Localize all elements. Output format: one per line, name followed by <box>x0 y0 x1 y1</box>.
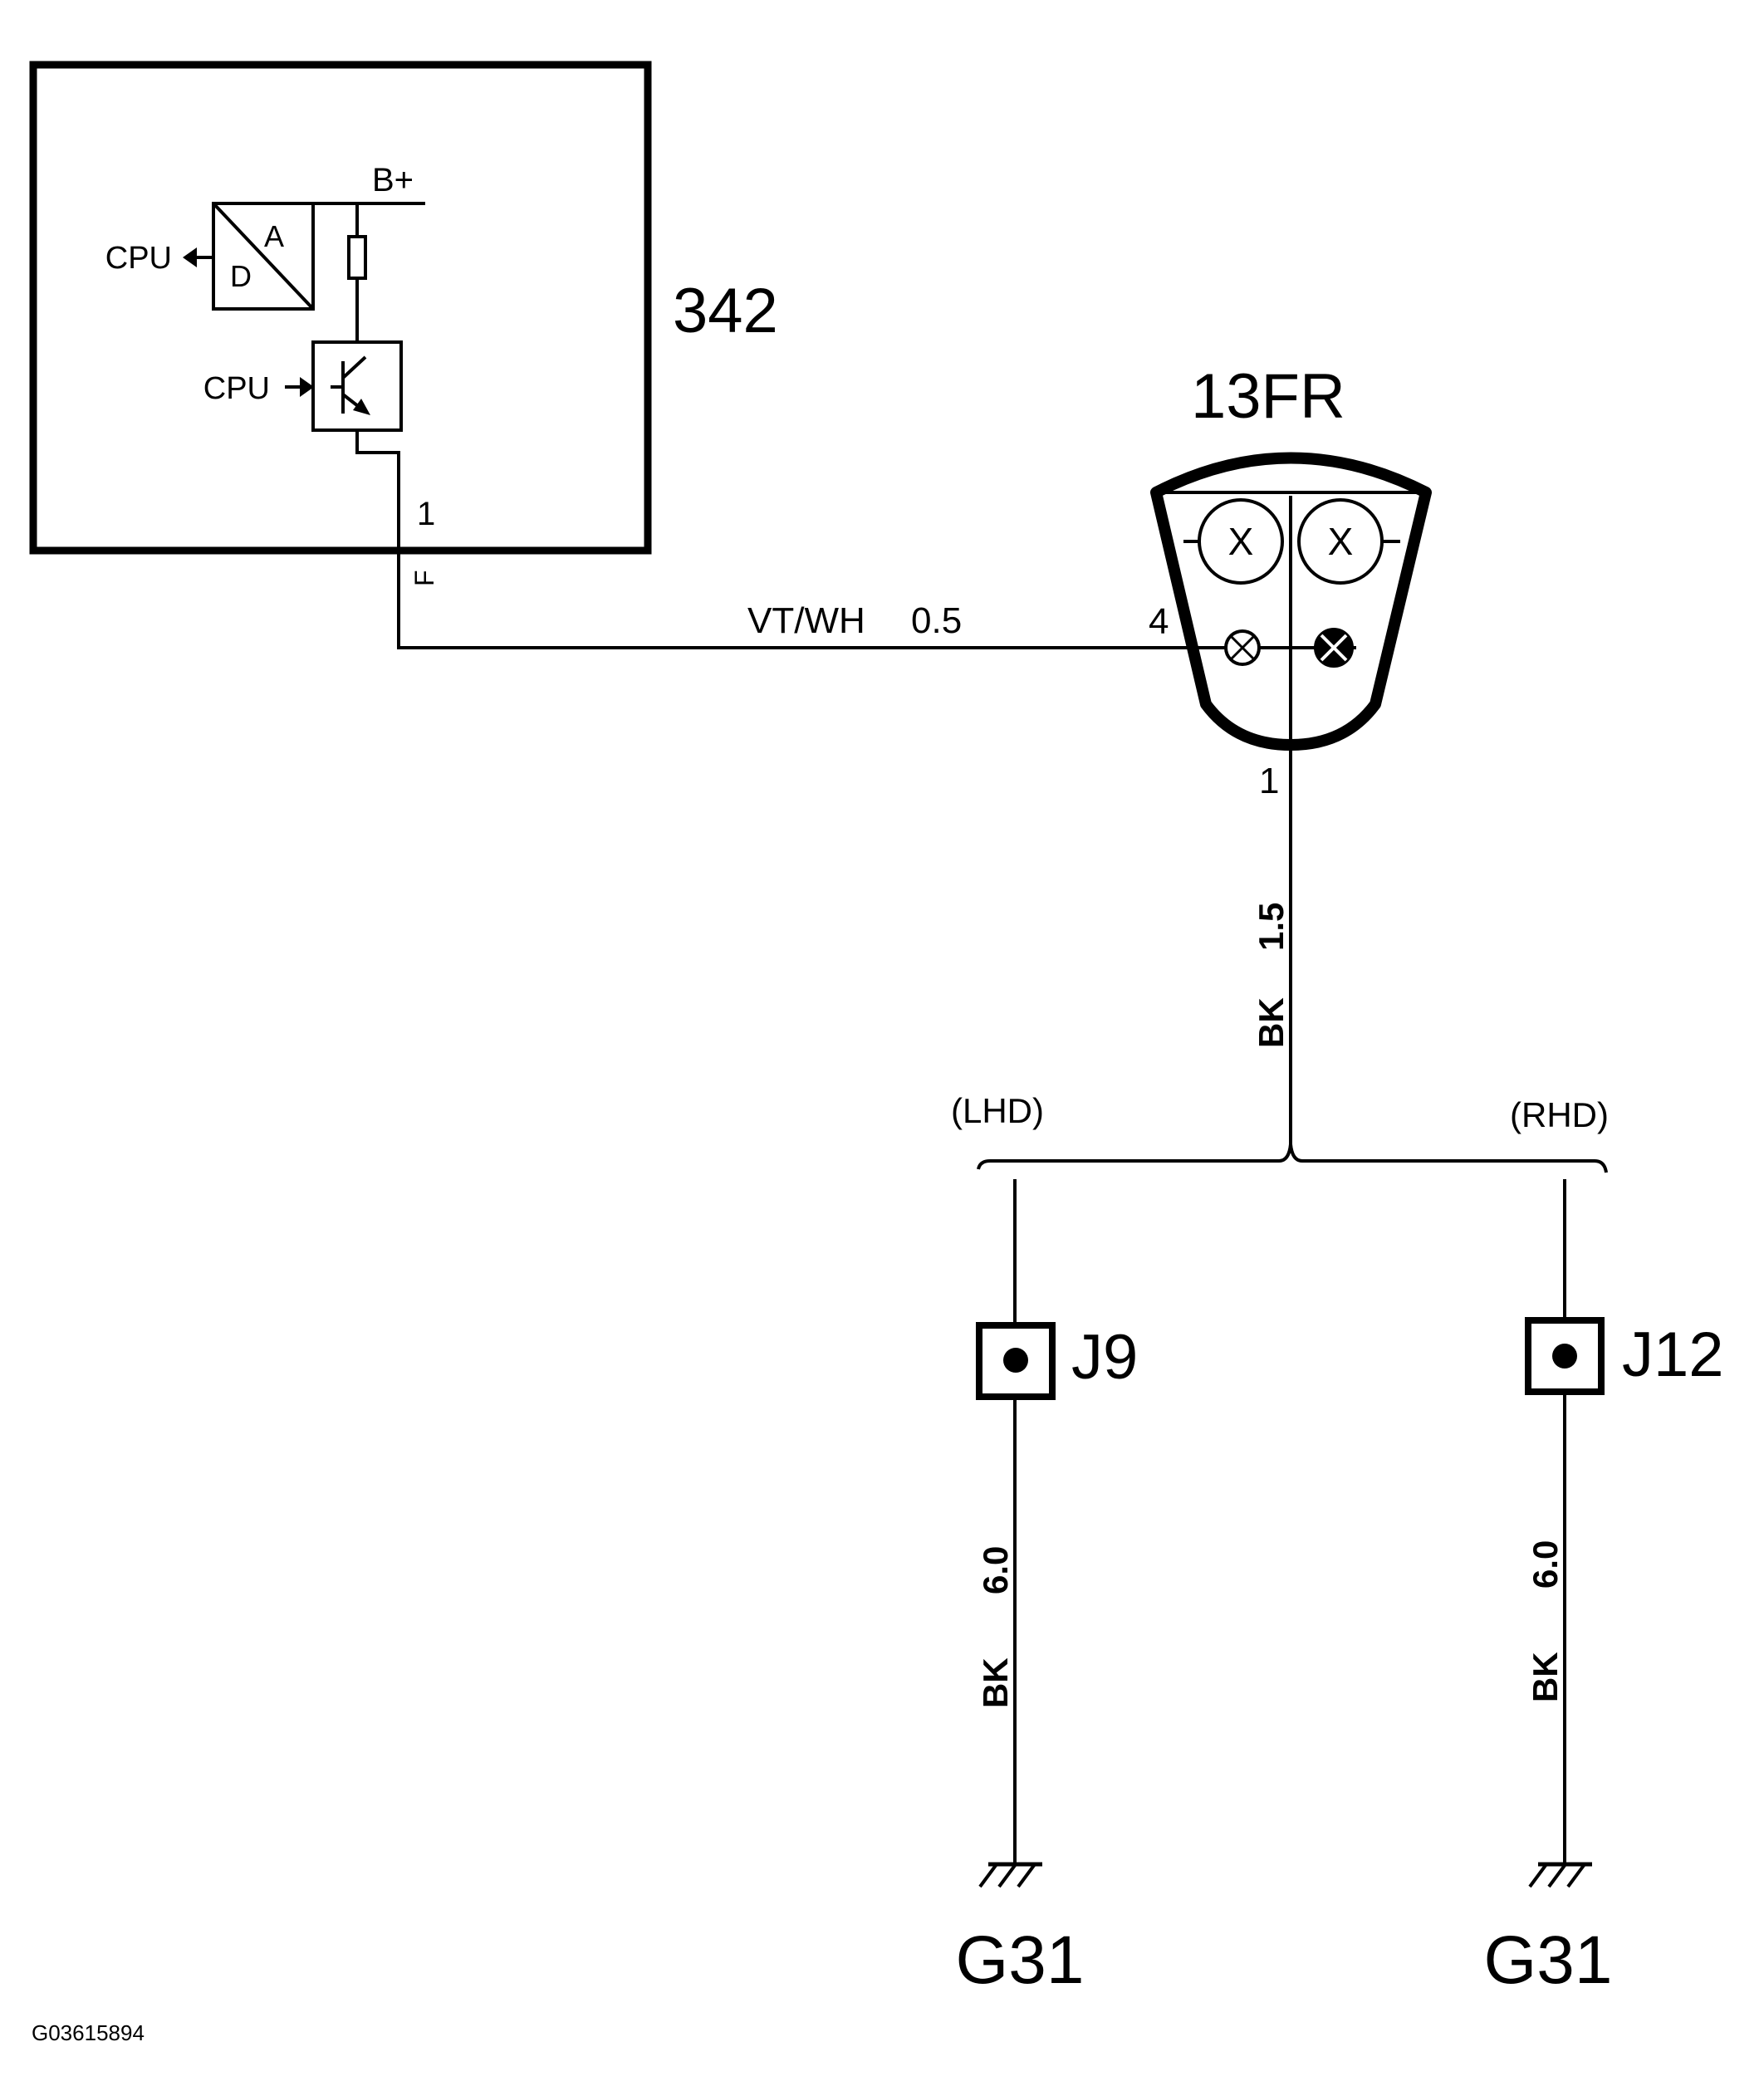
module-housing <box>29 61 652 555</box>
ad-converter-a-label: A <box>264 219 284 253</box>
supply-label: B+ <box>372 162 414 198</box>
module-id: 342 <box>673 276 778 346</box>
connector-ground-pin: 1 <box>1259 761 1279 801</box>
transistor-icon <box>331 355 370 415</box>
branch-left-gauge: 6.0 <box>976 1546 1015 1594</box>
ad-converter: A D <box>212 202 315 311</box>
variant-right-label: (RHD) <box>1510 1095 1609 1134</box>
ground-wire-color: BK <box>1252 997 1291 1048</box>
branch-lhd: J9 6.0 BK G31 <box>956 1179 1138 1998</box>
lamp-housing <box>1150 452 1432 751</box>
ground-icon <box>1528 1862 1592 1888</box>
cpu-output: CPU <box>105 241 213 276</box>
lamp-filled-icon <box>1314 628 1354 668</box>
connector-id: 13FR <box>1191 361 1345 432</box>
joint-left-label: J9 <box>1071 1322 1138 1393</box>
bulb-icon <box>1297 498 1384 585</box>
figure-code: G03615894 <box>32 2020 145 2045</box>
signal-wire: VT/WH 0.5 4 <box>397 549 1227 649</box>
ground-right-label: G31 <box>1484 1922 1613 1998</box>
signal-wire-gauge: 0.5 <box>911 600 962 641</box>
control-module-342: A D CPU B+ CPU <box>29 61 778 586</box>
module-pin-number: 1 <box>417 496 435 532</box>
signal-wire-color: VT/WH <box>747 600 865 641</box>
joint-right-label: J12 <box>1622 1320 1724 1390</box>
ad-converter-d-label: D <box>230 259 252 293</box>
lamp-connector-13fr: 13FR X X 1 <box>1150 361 1432 814</box>
branch-right-color: BK <box>1526 1652 1565 1702</box>
ground-wire: 1.5 BK <box>1252 745 1292 1144</box>
module-pin-letter: F <box>409 570 439 586</box>
cpu-input-label: CPU <box>203 371 270 406</box>
variant-brace: (LHD) (RHD) <box>951 1091 1609 1173</box>
ground-icon <box>978 1862 1042 1888</box>
arrow-left-icon <box>183 247 197 267</box>
arrow-right-icon <box>300 377 314 397</box>
branch-left-color: BK <box>976 1657 1015 1708</box>
resistor-icon <box>347 235 367 280</box>
ground-left-label: G31 <box>956 1922 1085 1998</box>
bulb-symbol-left: X <box>1228 520 1254 563</box>
connector-input-pin: 4 <box>1149 601 1169 642</box>
branch-rhd: J12 6.0 BK G31 <box>1484 1179 1724 1998</box>
branch-right-gauge: 6.0 <box>1526 1540 1565 1589</box>
bulb-icon <box>1198 498 1284 585</box>
lamp-icon <box>1224 629 1261 666</box>
ground-wire-gauge: 1.5 <box>1252 903 1291 951</box>
transistor-driver: CPU <box>203 340 403 432</box>
cpu-output-label: CPU <box>105 241 172 276</box>
variant-left-label: (LHD) <box>951 1091 1044 1130</box>
supply-resistor: B+ <box>313 162 425 342</box>
bulb-symbol-right: X <box>1328 520 1354 563</box>
